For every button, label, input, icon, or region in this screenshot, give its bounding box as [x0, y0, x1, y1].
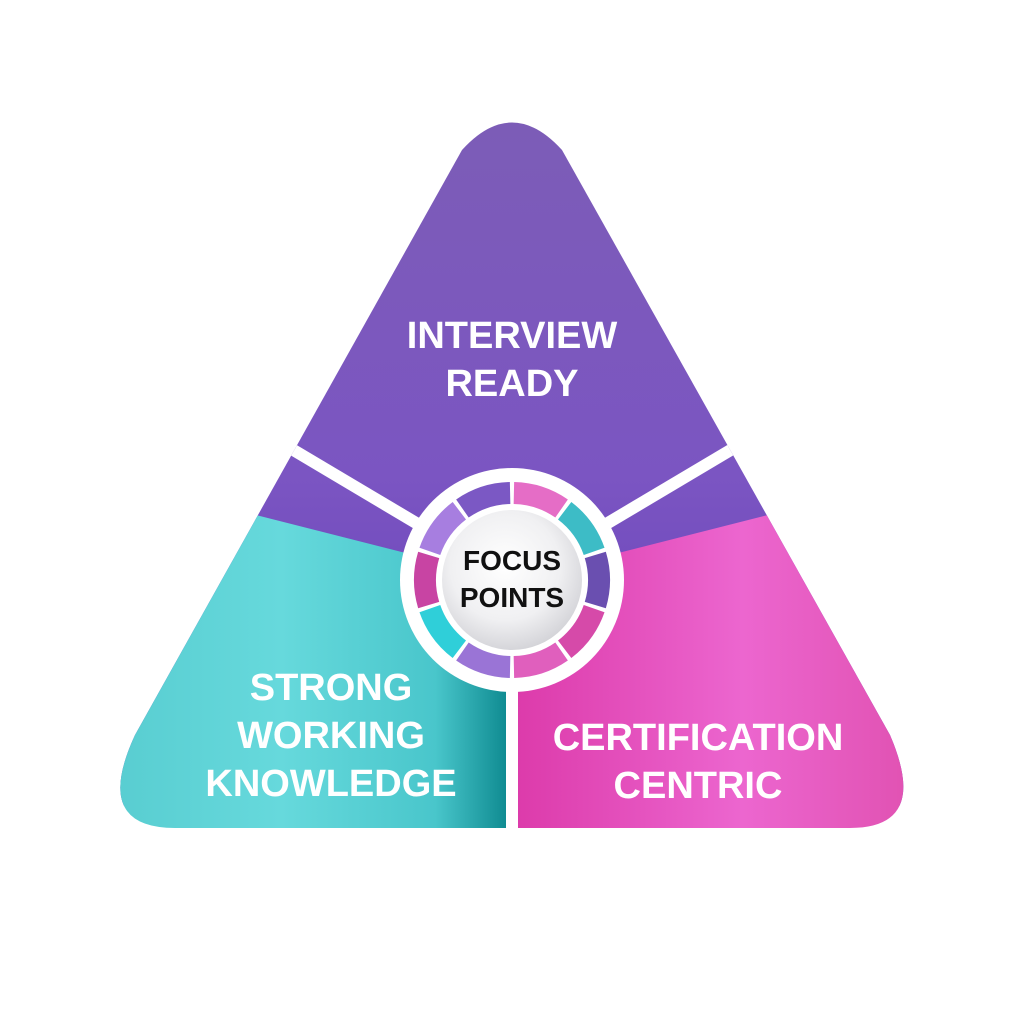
ring-segment [513, 642, 568, 678]
ring-segment [414, 551, 440, 609]
label-centric-line-2: CENTRIC [614, 765, 783, 807]
center-ring [414, 482, 610, 678]
ring-segment [558, 605, 605, 659]
ring-segment [419, 605, 466, 659]
center-label-line-2: POINTS [460, 582, 564, 613]
label-working-line-2: WORKING [237, 715, 425, 757]
ring-segment [584, 551, 610, 609]
triangle-segments [120, 122, 904, 828]
ring-segment [513, 482, 568, 518]
label-interview-ready-line-1: INTERVIEW [407, 315, 618, 357]
ring-segment [456, 482, 511, 518]
center-badge: FOCUS POINTS [400, 468, 624, 692]
label-certification-centric: CERTIFICATION CENTRIC [553, 717, 844, 807]
label-strong-working-knowledge: STRONG WORKING KNOWLEDGE [205, 667, 456, 805]
label-certification-line-1: CERTIFICATION [553, 717, 844, 759]
center-label-line-1: FOCUS [463, 545, 561, 576]
center-disc [442, 510, 582, 650]
ring-segment [558, 501, 605, 555]
label-interview-ready: INTERVIEW READY [407, 315, 618, 405]
label-interview-ready-line-2: READY [445, 363, 578, 405]
label-knowledge-line-3: KNOWLEDGE [205, 763, 456, 805]
ring-segment [456, 642, 511, 678]
label-strong-line-1: STRONG [250, 667, 413, 709]
ring-segment [419, 501, 466, 555]
